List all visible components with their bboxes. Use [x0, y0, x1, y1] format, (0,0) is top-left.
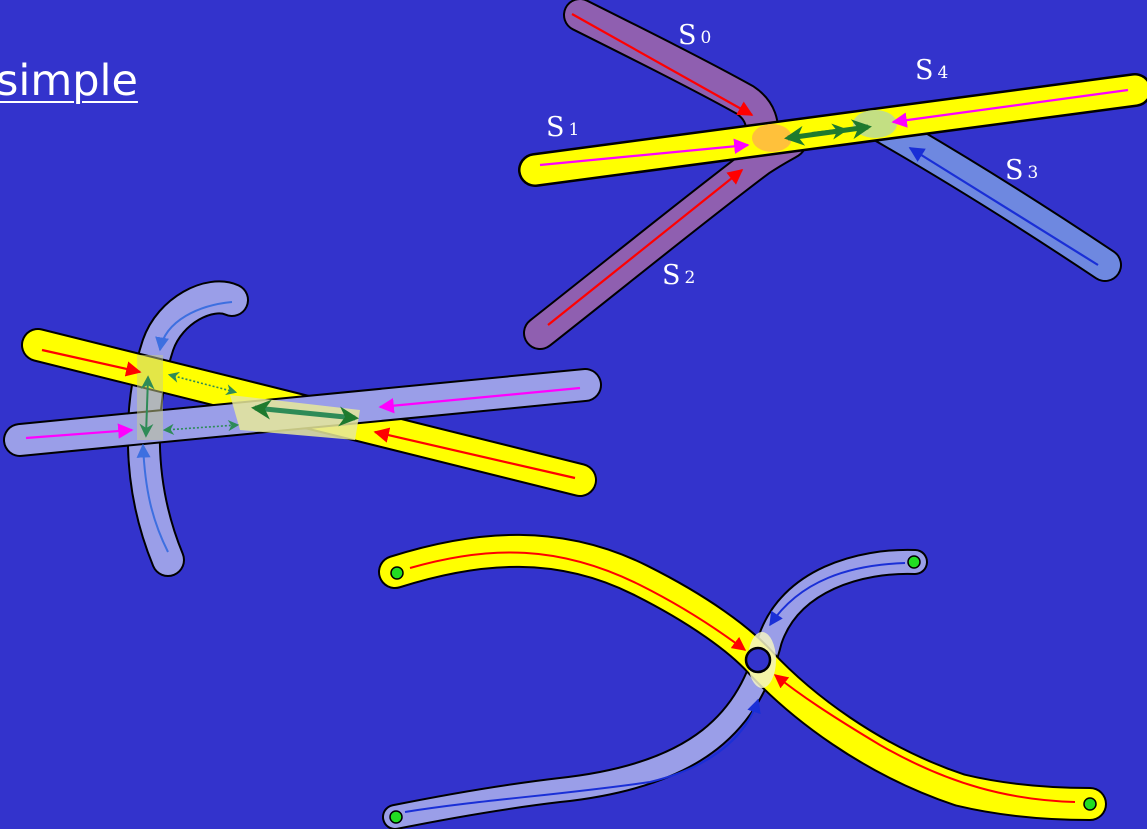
junction-node [746, 648, 770, 672]
segment-label-s3-main: S [1005, 155, 1025, 186]
segment-label-s4-sub: 4 [938, 63, 950, 83]
group-star-junction [535, 14, 1135, 333]
yellow-curve-strip [395, 551, 1090, 804]
arrow-s0 [572, 14, 752, 115]
arrow-s2 [548, 170, 742, 325]
segment-label-s1-main: S [546, 112, 566, 143]
endpoint-bottom-left [390, 811, 402, 823]
endpoint-top-right [908, 556, 920, 568]
segment-label-s1-sub: 1 [569, 120, 581, 140]
segment-label-s2-main: S [662, 260, 682, 291]
segment-label-s3-sub: 3 [1028, 163, 1040, 183]
group-crossing-strips [20, 297, 585, 560]
endpoint-bottom-right [1084, 798, 1096, 810]
segment-label-s2-sub: 2 [685, 268, 697, 288]
segment-label-s4-main: S [915, 55, 935, 86]
group-x-crossing [390, 551, 1096, 823]
arrow-s3 [910, 148, 1098, 265]
segment-label-s0-sub: 0 [701, 28, 713, 48]
endpoint-top-left [391, 567, 403, 579]
segment-label-s0-main: S [678, 20, 698, 51]
